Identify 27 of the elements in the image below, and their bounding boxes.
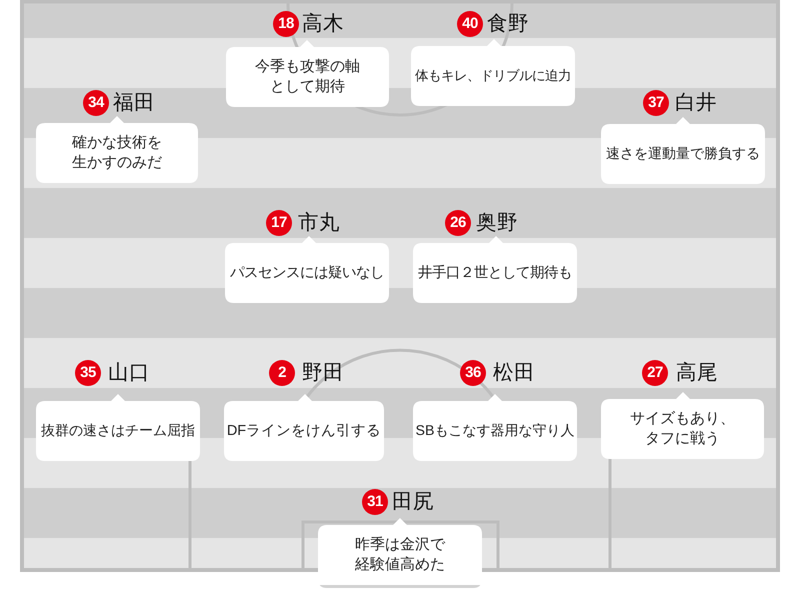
comment-text: SBもこなす器用な守り人: [416, 422, 574, 441]
player-name: 白井: [675, 90, 717, 116]
speech-bubble: [36, 394, 200, 461]
player-name: 市丸: [298, 210, 340, 236]
player-name: 田尻: [392, 489, 434, 515]
player-name: 高尾: [676, 360, 718, 386]
player-name: 松田: [493, 360, 535, 386]
comment-text: DFラインをけん引する: [226, 422, 382, 441]
speech-bubble: [601, 392, 764, 459]
comment-text: 確かな技術を生かすのみだ: [71, 133, 163, 173]
player-name: 山口: [108, 360, 150, 386]
comment-text: 井手口２世として期待も: [418, 264, 572, 283]
comment-text: 抜群の速さはチーム屈指: [41, 422, 195, 441]
speech-bubble: [601, 117, 765, 184]
comment-text: 昨季は金沢で経験値高めた: [354, 535, 446, 575]
speech-bubble: [413, 394, 577, 461]
player-name: 野田: [302, 360, 344, 386]
comment-text: 速さを運動量で勝負する: [606, 145, 760, 164]
speech-bubble: [225, 236, 389, 303]
speech-bubble: [413, 236, 577, 303]
comment-text: パスセンスには疑いなし: [230, 264, 384, 283]
speech-bubble: [318, 518, 482, 588]
player-name: 奥野: [476, 210, 518, 236]
speech-bubble: [36, 116, 198, 183]
comment-text: サイズもあり、タフに戦う: [629, 409, 736, 449]
player-name: 福田: [113, 90, 155, 116]
speech-bubble: [224, 394, 384, 461]
